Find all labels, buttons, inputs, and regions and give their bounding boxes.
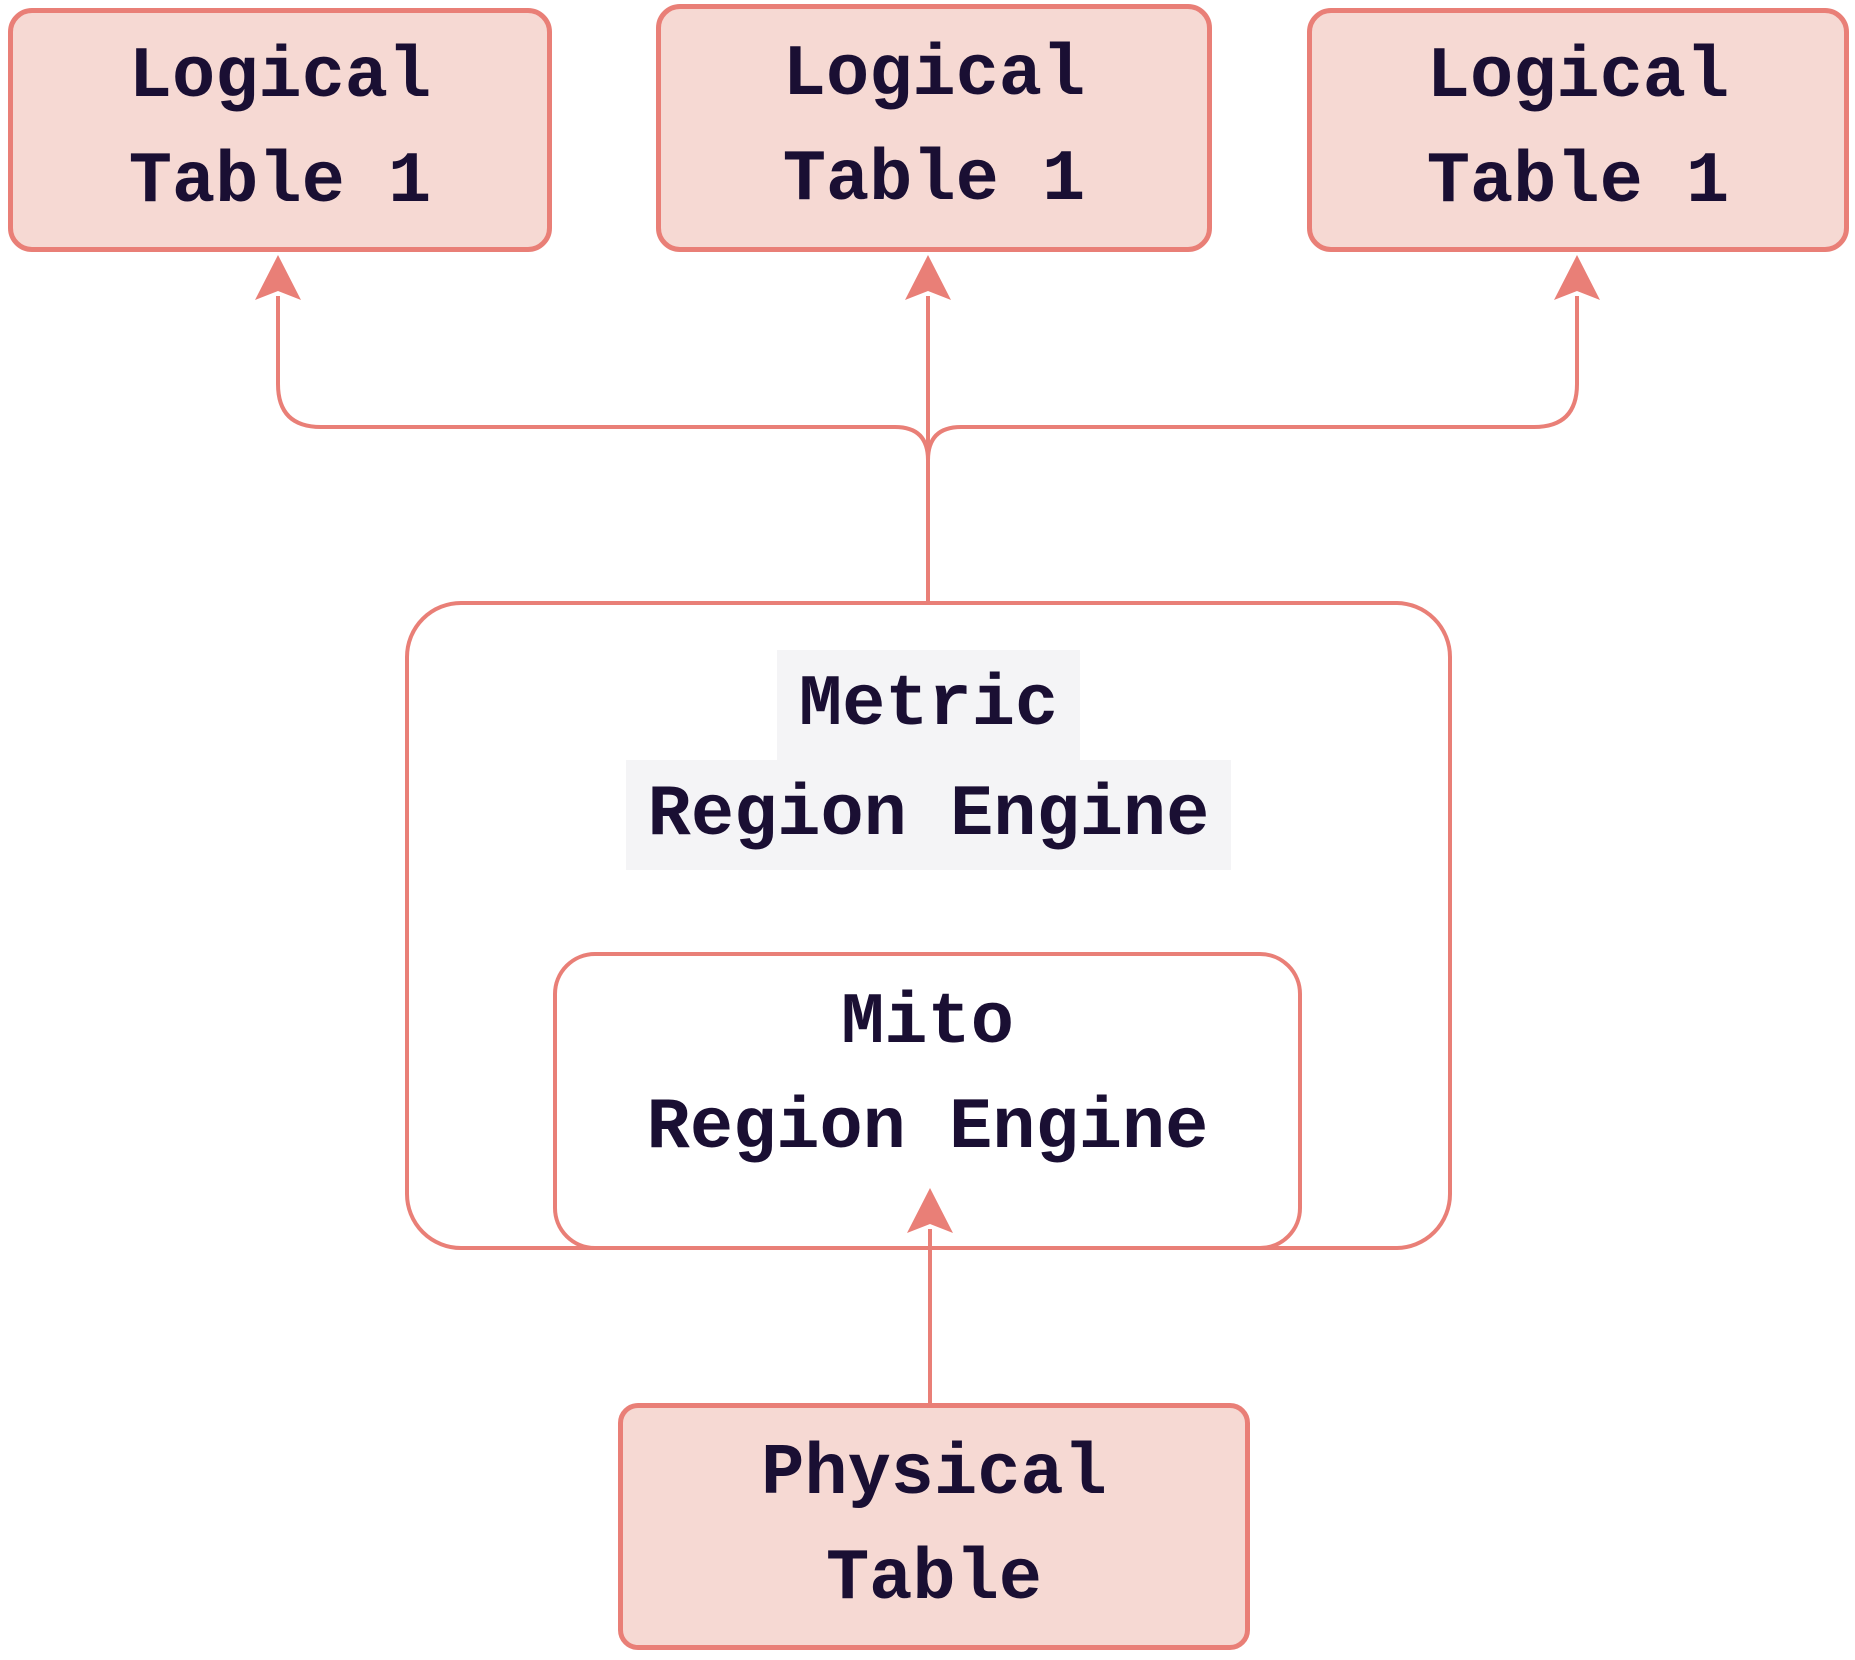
node-physical-table: Physical Table [618,1403,1250,1650]
arrow-metric-to-logical-right [926,296,1579,601]
arrowhead-logical-right-icon [1554,255,1600,300]
physical-line1: Physical [761,1432,1107,1515]
logical-middle-line2: Table 1 [782,139,1086,221]
physical-line2: Table [825,1537,1043,1620]
node-logical-table-left: Logical Table 1 [8,8,552,252]
logical-middle-line1: Logical [782,34,1086,116]
metric-region-engine-label: Metric Region Engine [405,650,1452,870]
node-logical-table-right: Logical Table 1 [1307,8,1849,252]
arrowhead-logical-middle-icon [905,255,951,300]
node-logical-table-middle: Logical Table 1 [656,4,1212,252]
metric-label-line2: Region Engine [625,760,1232,870]
arrow-metric-to-logical-left [276,296,930,601]
logical-left-line2: Table 1 [128,141,432,223]
node-mito-region-engine: Mito Region Engine [553,952,1302,1250]
logical-right-line2: Table 1 [1426,141,1730,223]
logical-left-line1: Logical [128,36,432,118]
mito-label-line1: Mito [841,982,1014,1064]
metric-label-line1: Metric [776,650,1081,760]
logical-right-line1: Logical [1426,36,1730,118]
arrowhead-logical-left-icon [255,255,301,300]
mito-label-line2: Region Engine [646,1087,1209,1169]
